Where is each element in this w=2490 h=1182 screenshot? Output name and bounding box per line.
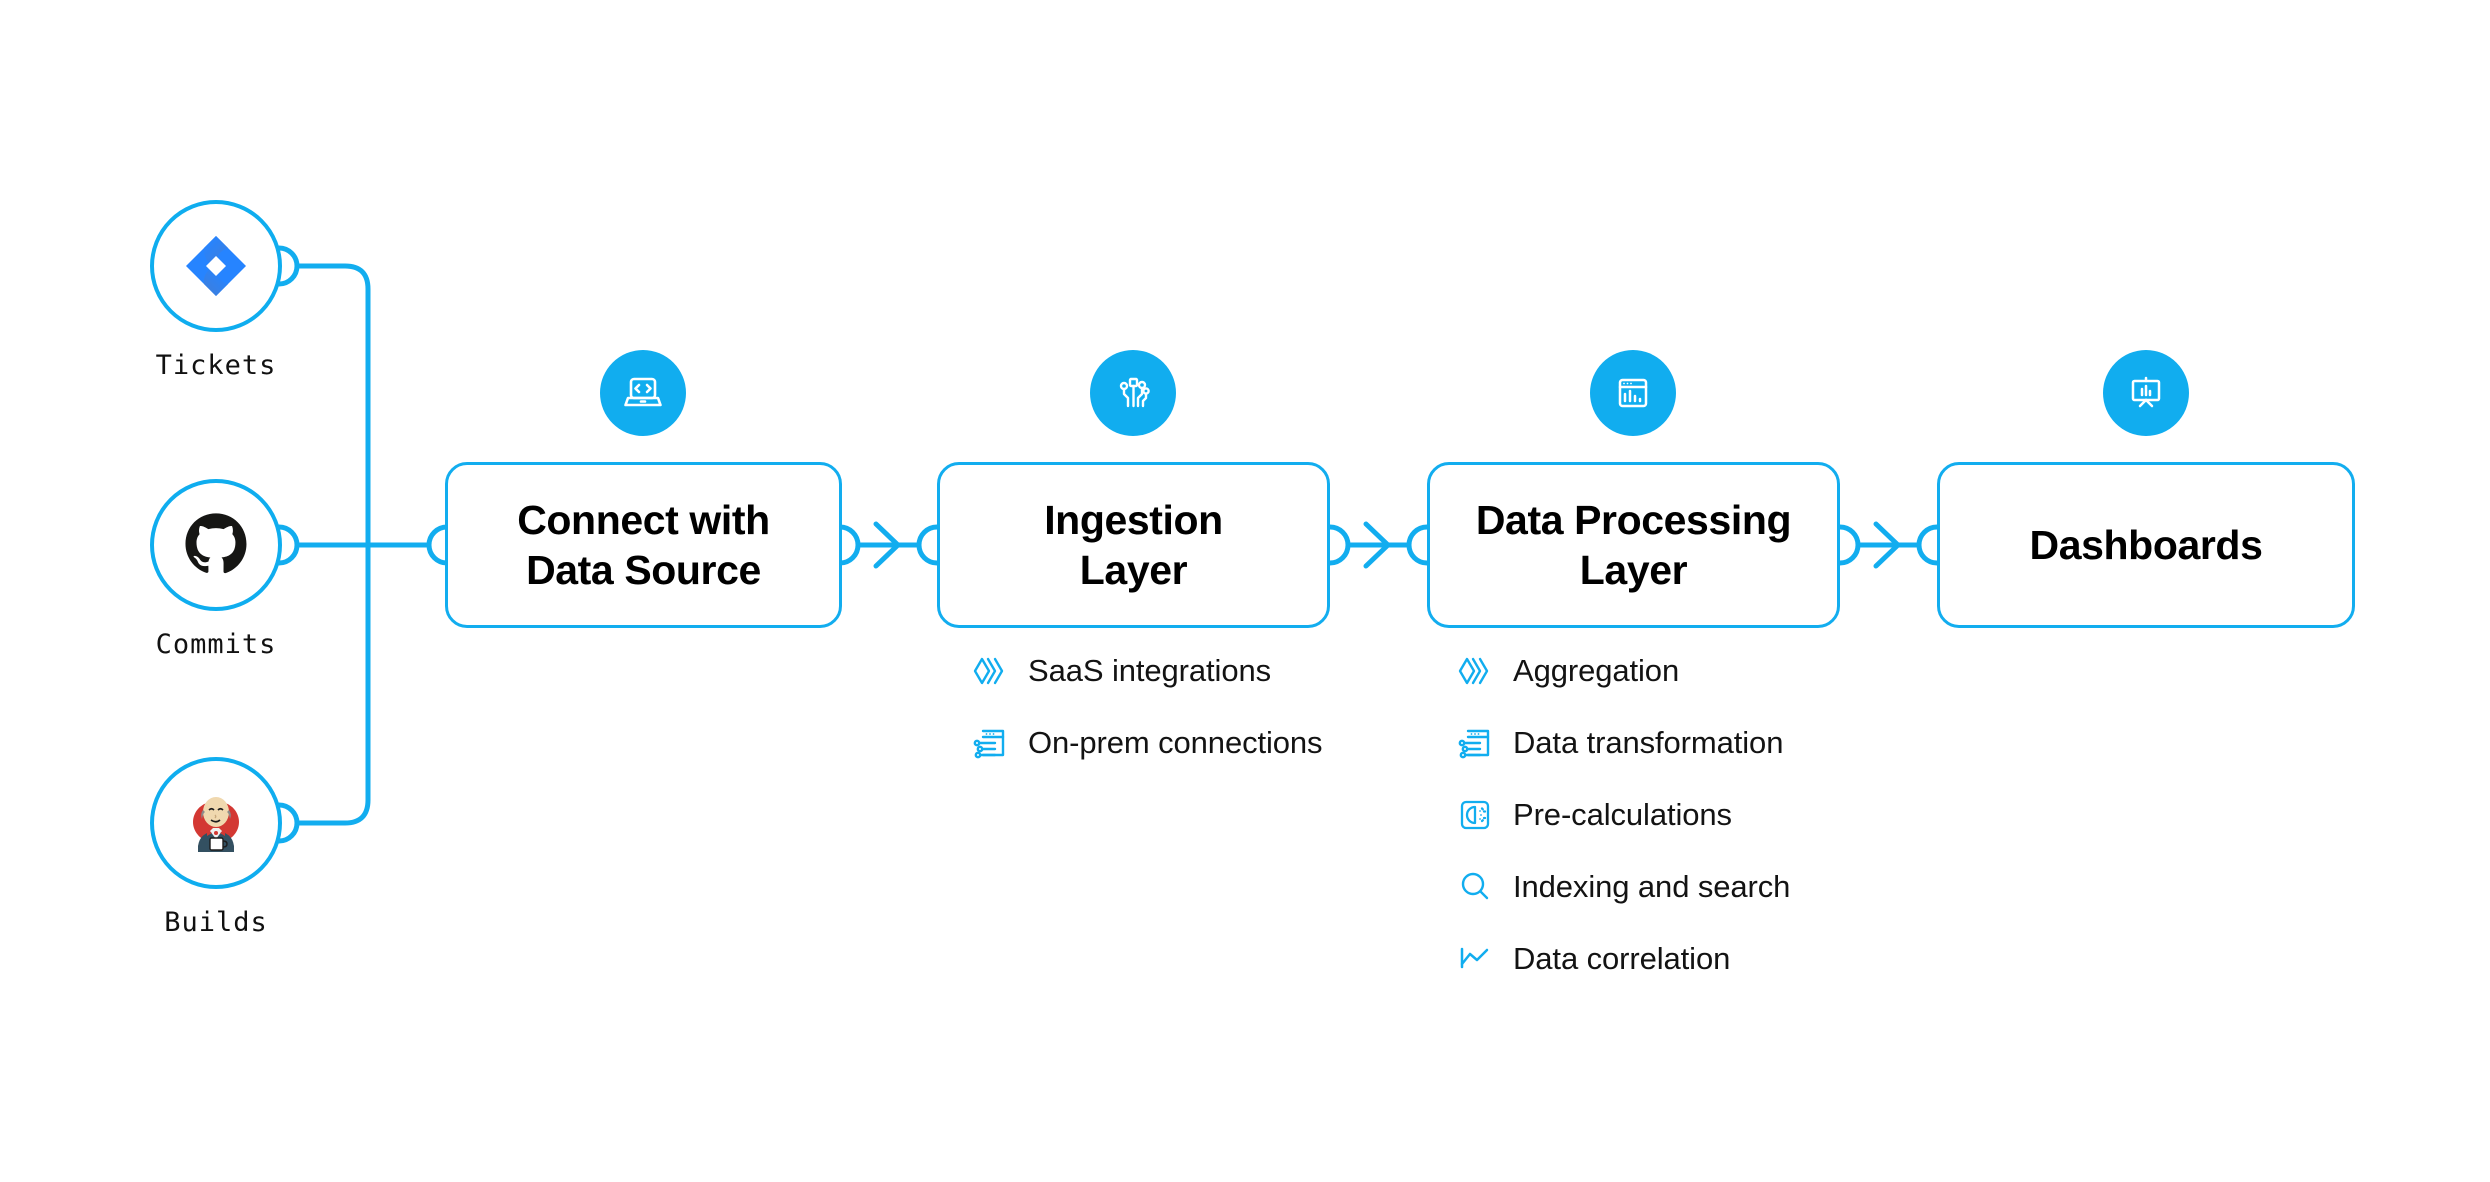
laptop-code-icon bbox=[600, 350, 686, 436]
feature-label: Data correlation bbox=[1513, 941, 1731, 976]
feature-label: Indexing and search bbox=[1513, 869, 1791, 904]
window-sliders-icon bbox=[970, 723, 1010, 763]
circuit-nodes-icon bbox=[1090, 350, 1176, 436]
window-sliders-icon bbox=[1455, 723, 1495, 763]
feature-item[interactable]: Aggregation bbox=[1455, 635, 1790, 707]
feature-item[interactable]: Data correlation bbox=[1455, 923, 1790, 995]
feature-label: Data transformation bbox=[1513, 725, 1784, 760]
feature-item[interactable]: On-prem connections bbox=[970, 707, 1323, 779]
feature-item[interactable]: Indexing and search bbox=[1455, 851, 1790, 923]
jira-icon bbox=[150, 200, 282, 332]
feature-label: SaaS integrations bbox=[1028, 653, 1272, 688]
feature-list-data-processing-layer: Aggregation Data transformation bbox=[1455, 635, 1790, 995]
stage-title: Dashboards bbox=[2029, 521, 2263, 568]
feature-label: On-prem connections bbox=[1028, 725, 1323, 760]
feature-item[interactable]: Pre-calculations bbox=[1455, 779, 1790, 851]
feature-label: Pre-calculations bbox=[1513, 797, 1732, 832]
feature-item[interactable]: SaaS integrations bbox=[970, 635, 1322, 707]
github-icon bbox=[150, 479, 282, 611]
line-chart-icon bbox=[1455, 939, 1495, 979]
source-label: Commits bbox=[155, 629, 277, 660]
layers-chevron-icon bbox=[970, 651, 1010, 691]
feature-item[interactable]: Data transformation bbox=[1455, 707, 1790, 779]
window-barchart-icon bbox=[1590, 350, 1676, 436]
source-label: Builds bbox=[164, 907, 268, 938]
feature-list-ingestion-layer: SaaS integrations On-prem connections bbox=[970, 635, 1323, 779]
source-label: Tickets bbox=[155, 350, 277, 381]
source-ring bbox=[150, 479, 282, 611]
layers-chevron-icon bbox=[1455, 651, 1495, 691]
feature-label: Aggregation bbox=[1513, 653, 1680, 688]
search-icon bbox=[1455, 867, 1495, 907]
presentation-chart-icon bbox=[2103, 350, 2189, 436]
stage-box[interactable]: Dashboards bbox=[1937, 462, 2355, 628]
jenkins-icon bbox=[150, 757, 282, 889]
gauge-square-icon bbox=[1455, 795, 1495, 835]
